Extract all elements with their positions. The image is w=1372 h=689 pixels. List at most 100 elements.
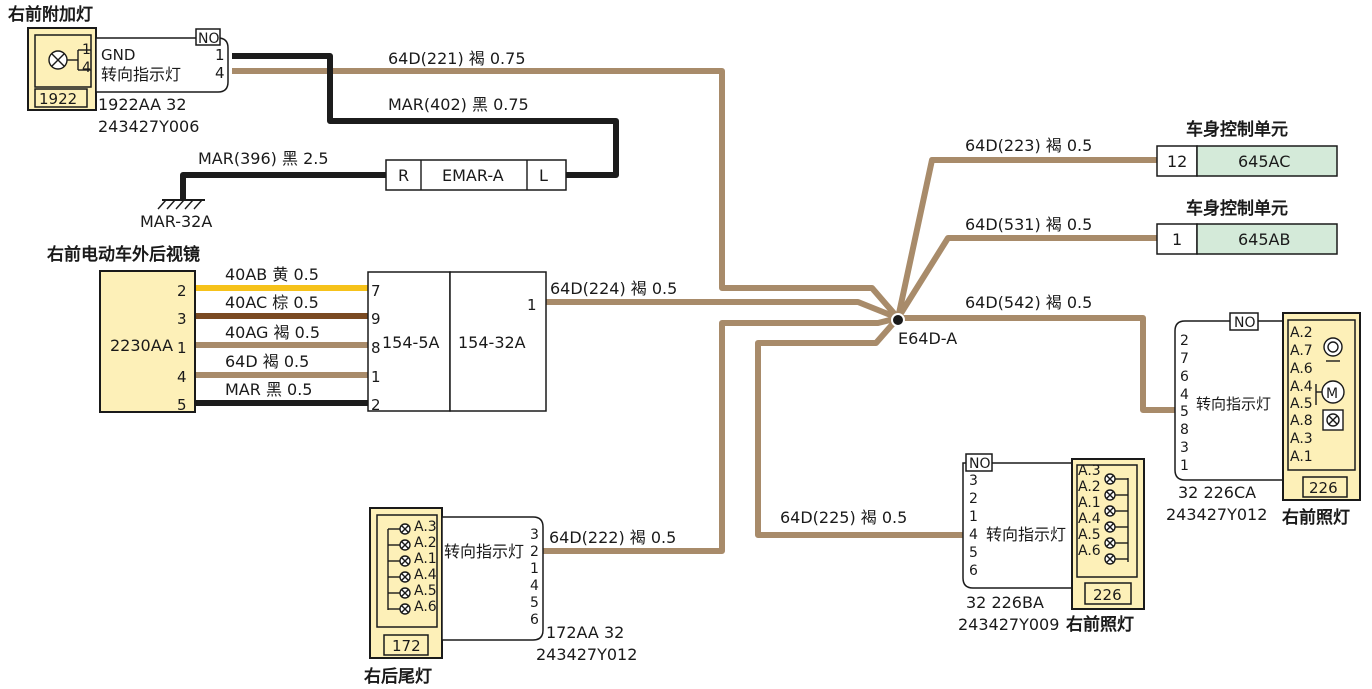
rear-lamp-pin-a4: A.4 xyxy=(414,567,437,583)
head-ba-connector xyxy=(962,462,1073,589)
mirror: 右前电动车外后视镜 2230AA 2 3 1 4 5 40AB 黄 0.5 40… xyxy=(47,244,547,414)
bulb-icon xyxy=(1104,489,1128,501)
front-aux-lamp-id-box xyxy=(34,88,88,108)
aux-part-number: 243427Y006 xyxy=(98,117,199,136)
c154-5a-pin-2: 2 xyxy=(371,396,381,414)
aux-conn-pin-4: 4 xyxy=(215,64,225,82)
mirror-pin-1: 1 xyxy=(177,339,187,357)
mirror-title: 右前电动车外后视镜 xyxy=(47,244,200,265)
connector-154-32a xyxy=(449,271,547,412)
rear-lamp-pin-a1: A.1 xyxy=(414,551,437,567)
head-ba-connector-code: 32 226BA xyxy=(966,593,1044,612)
bulb-icon xyxy=(388,523,411,535)
bcm-1-code: 645AC xyxy=(1238,152,1290,171)
head-ca-no-tag: NO xyxy=(1234,315,1256,331)
head-ba-title: 右前照灯 xyxy=(1066,614,1134,635)
rear-lamp-title: 右后尾灯 xyxy=(364,666,432,687)
splice-point xyxy=(891,313,905,327)
mirror-wire-40ac: 40AC 棕 0.5 xyxy=(225,293,319,312)
bcm-2-body xyxy=(1196,223,1338,255)
aux-pin-4: 4 xyxy=(82,60,91,76)
front-head-lamp-ba: NO 3 2 1 4 5 6 转向指示灯 A.3 A.2 A.1 A.4 A.5… xyxy=(958,453,1145,635)
bulb-icon xyxy=(1104,521,1128,533)
label-w225: 64D(225) 褐 0.5 xyxy=(780,508,907,527)
head-ba-id-box xyxy=(1084,582,1132,605)
c154-32a-label: 154-32A xyxy=(458,333,526,352)
head-ca-lamp-pin-a7: A.7 xyxy=(1290,343,1313,359)
c154-5a-pin-7: 7 xyxy=(371,282,381,300)
bulb-icon xyxy=(388,587,411,599)
head-ca-lamp-pin-a4: A.4 xyxy=(1290,379,1313,395)
wire-64d-223 xyxy=(895,157,1157,319)
label-w221: 64D(221) 褐 0.75 xyxy=(388,49,526,68)
head-ca-no-box xyxy=(1229,312,1259,331)
head-ba-lamp-pin-a6: A.6 xyxy=(1078,543,1101,559)
bulb-icon xyxy=(388,571,411,583)
wire-64d-225 xyxy=(755,316,963,538)
head-ba-lamp-pin-a4: A.4 xyxy=(1078,511,1101,527)
rear-lamp-pin-a3: A.3 xyxy=(414,519,437,535)
rear-conn-pin-5: 5 xyxy=(530,595,539,611)
mirror-wire-64d: 64D 褐 0.5 xyxy=(225,352,309,371)
bulb-icon xyxy=(388,555,411,567)
rear-lamp-pin-a2: A.2 xyxy=(414,535,437,551)
rear-lamp-pin-a6: A.6 xyxy=(414,599,437,615)
head-ba-no-tag: NO xyxy=(969,456,991,472)
mirror-pin-5: 5 xyxy=(177,396,187,414)
head-ca-part-number: 243427Y012 xyxy=(1166,505,1267,524)
aux-conn-pin-1: 1 xyxy=(215,46,225,64)
head-ca-pin-4: 4 xyxy=(1180,387,1189,403)
c154-5a-pin-1: 1 xyxy=(371,368,381,386)
label-w402: MAR(402) 黑 0.75 xyxy=(388,95,529,114)
no-tag-box xyxy=(195,28,221,46)
bulb-icon xyxy=(388,539,411,551)
head-ca-pin-1: 1 xyxy=(1180,458,1189,474)
head-ca-pin-6: 6 xyxy=(1180,369,1189,385)
bcm-2-pin: 1 xyxy=(1172,230,1182,249)
c154-5a-pin-9: 9 xyxy=(371,310,381,328)
mirror-body xyxy=(99,270,196,413)
rear-conn-pin-3: 3 xyxy=(530,527,539,543)
head-ca-lamp-pin-a6: A.6 xyxy=(1290,361,1313,377)
front-head-lamp-ca: NO 2 7 6 4 5 8 3 1 转向指示灯 A.2 A.7 A.6 A.4… xyxy=(1166,312,1361,528)
mirror-wire-40ag: 40AG 褐 0.5 xyxy=(225,323,320,342)
aux-pin-1: 1 xyxy=(82,42,91,58)
label-w396: MAR(396) 黑 2.5 xyxy=(198,149,329,168)
svg-text:M: M xyxy=(1326,386,1338,402)
head-ca-id: 226 xyxy=(1309,479,1338,497)
rear-conn-pin-1: 1 xyxy=(530,561,539,577)
label-w224: 64D(224) 褐 0.5 xyxy=(550,279,677,298)
head-ca-lamp-pin-a2: A.2 xyxy=(1290,325,1313,341)
head-ca-lamp-pin-a8: A.8 xyxy=(1290,413,1313,429)
head-ba-no-box xyxy=(965,453,993,472)
bulb-icon xyxy=(1104,553,1128,565)
aux-connector-code: 1922AA 32 xyxy=(98,95,187,114)
head-ca-pin-7: 7 xyxy=(1180,351,1189,367)
head-ca-title: 右前照灯 xyxy=(1282,507,1350,528)
wire-64d-542 xyxy=(898,315,1175,413)
rear-conn-pin-4: 4 xyxy=(530,578,539,594)
rear-part-number: 243427Y012 xyxy=(536,645,637,664)
mirror-pin-2: 2 xyxy=(177,282,187,300)
head-ca-connector xyxy=(1174,320,1284,481)
emar-pin-r: R xyxy=(398,166,409,185)
head-ba-part-number: 243427Y009 xyxy=(958,615,1059,634)
lamp-bulb-icon xyxy=(1322,409,1344,431)
rear-lamp-pin-label: 转向指示灯 xyxy=(444,542,524,561)
headlamp-symbol-icon xyxy=(1323,337,1343,362)
rear-lamp-id: 172 xyxy=(392,637,421,655)
wire-mar-402 xyxy=(232,53,619,178)
bcm-1-pin-box xyxy=(1156,145,1198,177)
no-tag: NO xyxy=(198,31,220,47)
head-ca-pin-2: 2 xyxy=(1180,333,1189,349)
wire-mar-396 xyxy=(180,172,386,200)
ground-icon xyxy=(157,199,205,210)
label-w531: 64D(531) 褐 0.5 xyxy=(965,215,1092,234)
bcm-645ac: 车身控制单元 12 645AC xyxy=(1156,119,1338,177)
head-ca-id-box xyxy=(1302,476,1348,498)
c154-5a-label: 154-5A xyxy=(382,333,439,352)
bcm-1-body xyxy=(1196,145,1338,177)
label-w222: 64D(222) 褐 0.5 xyxy=(549,528,676,547)
rear-connector-code: 172AA 32 xyxy=(546,623,624,642)
head-ca-pin-8: 8 xyxy=(1180,422,1189,438)
